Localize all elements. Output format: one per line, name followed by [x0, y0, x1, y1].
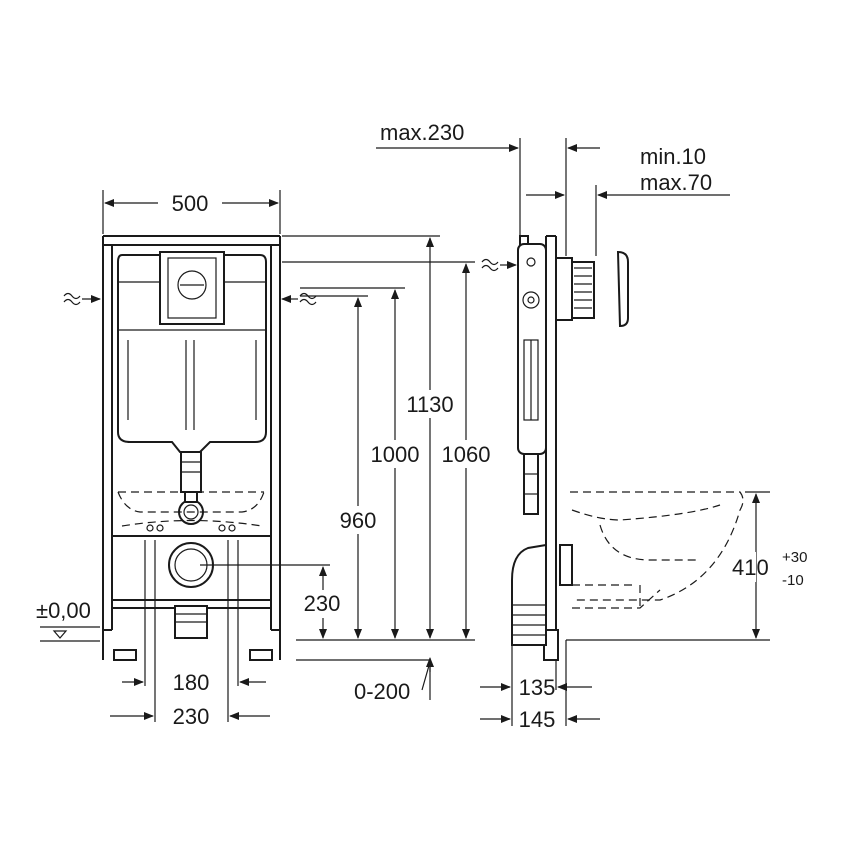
width-500-label: 500	[172, 191, 209, 216]
height-1130-label: 1130	[406, 392, 453, 417]
waste-pipe-front	[146, 524, 236, 639]
side-cistern	[517, 243, 547, 515]
side-bowl-outline	[570, 491, 744, 609]
min-10-label: min.10	[640, 144, 706, 169]
depth-135-label: 135	[519, 675, 556, 700]
height-230-label: 230	[304, 591, 341, 616]
side-waste-pipe	[511, 543, 573, 646]
tolerance-minus-label: -10	[782, 572, 804, 589]
spacing-230-label: 230	[173, 704, 210, 729]
dim-bottom-front: 180 230 0-200	[110, 540, 434, 729]
depth-145-label: 145	[519, 707, 556, 732]
side-water-inlet	[481, 258, 517, 272]
height-1000-label: 1000	[371, 442, 420, 467]
tolerance-plus-label: +30	[782, 549, 807, 566]
side-view: max.230 min.10 max.70 135 145 410 +30	[376, 120, 807, 732]
adjust-0-200-label: 0-200	[354, 679, 410, 704]
level-zero-label: ±0,00	[36, 598, 91, 623]
spacing-180-label: 180	[173, 670, 210, 695]
dim-bottom-side: 135 145	[480, 640, 600, 732]
bowl-outline-front	[117, 491, 265, 527]
side-flush-plate	[555, 250, 629, 328]
max-70-label: max.70	[640, 170, 712, 195]
dim-width-500: 500	[102, 190, 281, 234]
dim-410: 410 +30 -10	[566, 491, 807, 641]
dim-heights-front: 1130 1000 1060 960 230	[200, 235, 496, 641]
height-410-label: 410	[732, 555, 769, 580]
cistern	[117, 251, 267, 525]
front-view: 500 1130 1000 1060	[36, 190, 496, 729]
floor-level: ±0,00	[36, 598, 100, 642]
frame-outline	[102, 235, 281, 661]
height-960-label: 960	[340, 508, 377, 533]
height-1060-label: 1060	[442, 442, 491, 467]
max-230-label: max.230	[380, 120, 464, 145]
dim-top-side: max.230 min.10 max.70	[376, 120, 730, 256]
